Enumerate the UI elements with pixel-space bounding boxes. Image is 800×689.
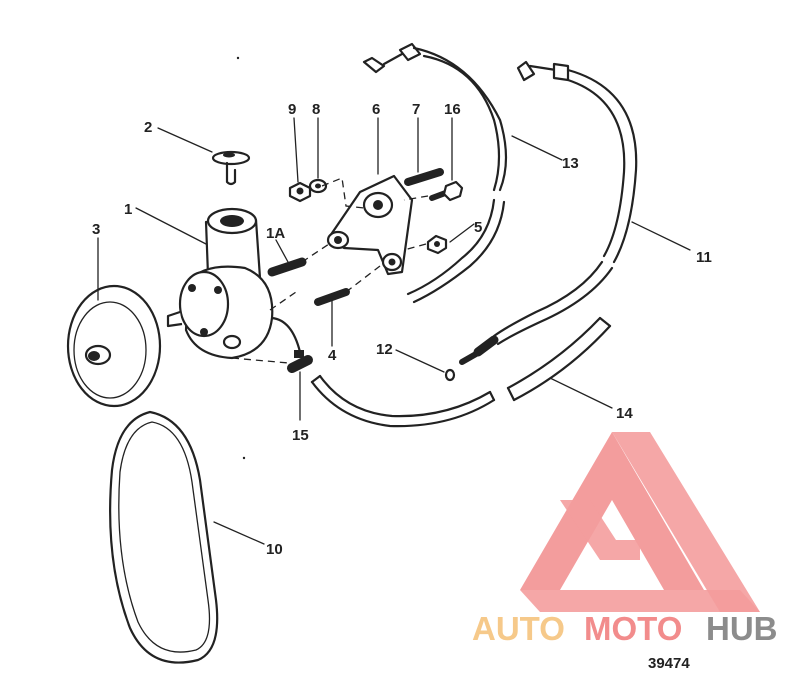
callout-10: 10 bbox=[266, 541, 283, 558]
callout-11: 11 bbox=[696, 249, 712, 266]
callout-14: 14 bbox=[616, 405, 633, 422]
callout-15: 15 bbox=[292, 427, 309, 444]
leader-lines bbox=[97, 117, 691, 545]
wordmark-auto: AUTO bbox=[472, 610, 565, 647]
callout-5: 5 bbox=[474, 219, 482, 236]
part-14-hose bbox=[506, 316, 612, 402]
callout-3: 3 bbox=[92, 221, 100, 238]
speck bbox=[236, 56, 240, 60]
part-7-stud bbox=[404, 168, 444, 186]
wordmark-hub: HUB bbox=[706, 610, 778, 647]
callout-8: 8 bbox=[312, 101, 320, 118]
automotohub-wordmark: AUTO MOTO HUB bbox=[472, 610, 778, 647]
assembly-lines bbox=[231, 177, 429, 365]
callout-2: 2 bbox=[144, 119, 152, 136]
callouts: 1 1A 2 3 4 5 6 7 8 9 10 11 12 13 14 15 1… bbox=[92, 101, 712, 558]
wordmark-moto: MOTO bbox=[584, 610, 682, 647]
automotohub-logo bbox=[520, 432, 760, 612]
speck bbox=[242, 456, 246, 460]
part-15-fitting bbox=[287, 355, 313, 373]
hose-end-fitting bbox=[459, 335, 499, 365]
part-pulley bbox=[66, 284, 162, 408]
callout-13: 13 bbox=[562, 155, 579, 172]
callout-16: 16 bbox=[444, 101, 461, 118]
callout-1a: 1A bbox=[266, 225, 285, 242]
part-5-nut bbox=[426, 234, 448, 255]
figure-number: 39474 bbox=[648, 655, 690, 672]
callout-4: 4 bbox=[328, 347, 337, 364]
part-16-bolt bbox=[429, 180, 464, 202]
part-13-hose bbox=[362, 42, 508, 304]
part-11-hose bbox=[492, 60, 638, 346]
part-9-nut bbox=[288, 181, 312, 203]
part-pump bbox=[166, 207, 304, 360]
callout-7: 7 bbox=[412, 101, 420, 118]
part-8-washer bbox=[308, 178, 328, 194]
callout-1: 1 bbox=[124, 201, 132, 218]
part-1a-stud bbox=[267, 257, 307, 277]
callout-6: 6 bbox=[372, 101, 380, 118]
part-filler-cap bbox=[211, 150, 251, 186]
callout-9: 9 bbox=[288, 101, 296, 118]
part-10-belt bbox=[109, 410, 219, 664]
callout-12: 12 bbox=[376, 341, 393, 358]
return-hose-lower bbox=[310, 374, 496, 428]
part-6-bracket bbox=[326, 174, 414, 276]
part-12-oring bbox=[444, 368, 456, 382]
